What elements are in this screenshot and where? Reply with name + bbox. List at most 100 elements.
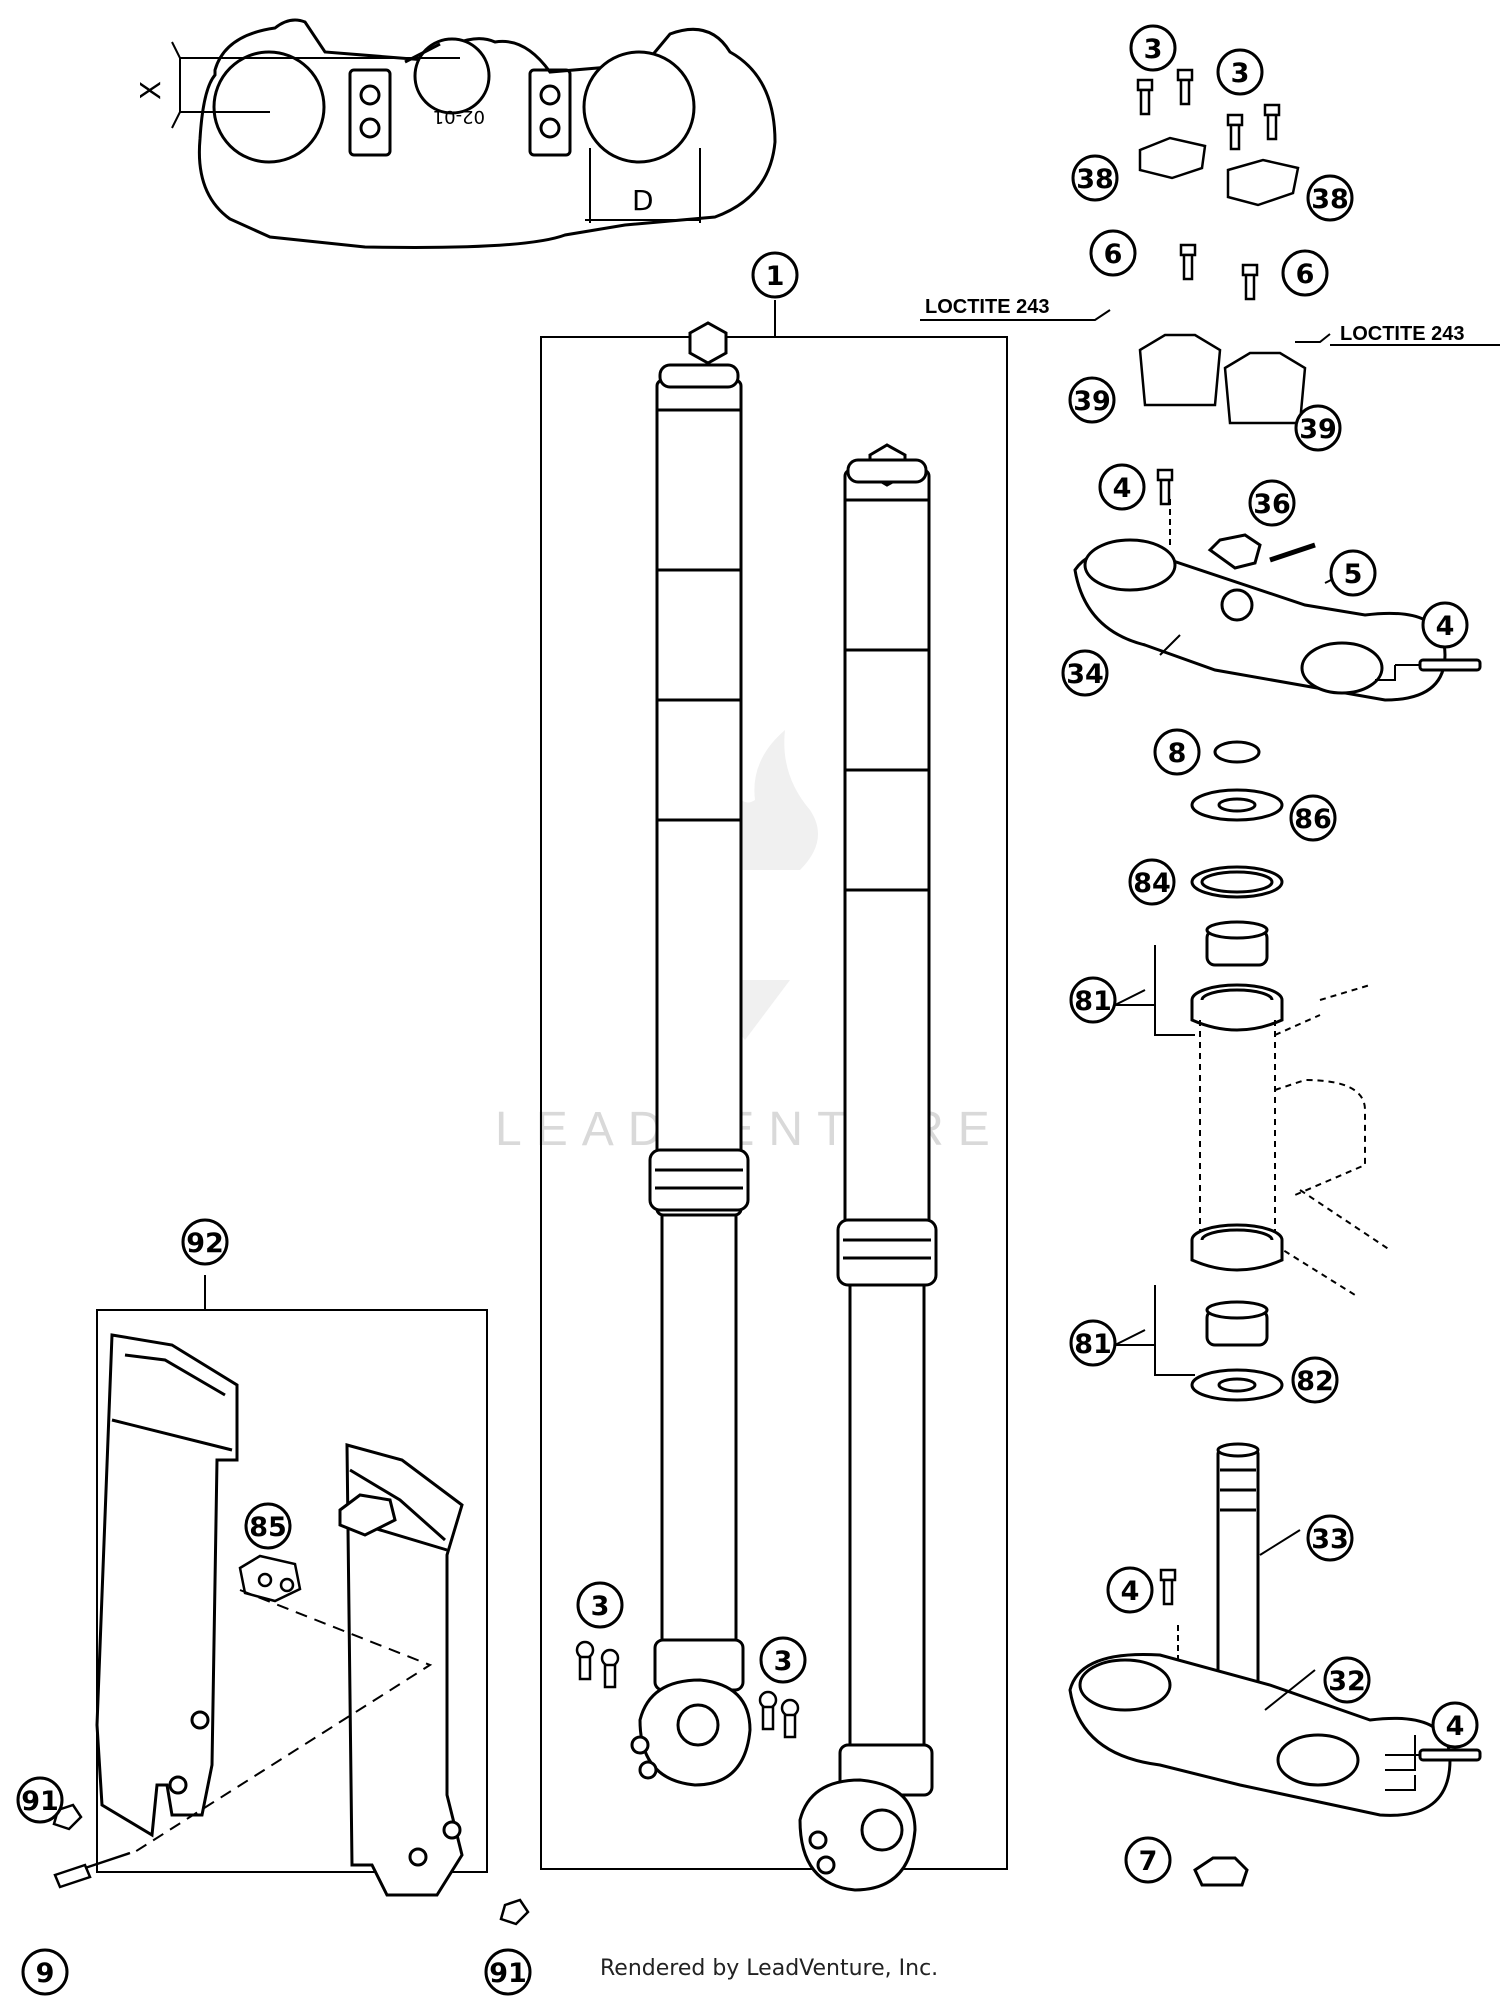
callout-circle [1068, 376, 1116, 424]
callout-label: 4 [1446, 1711, 1465, 1742]
callout-c38a: 38 [1071, 154, 1119, 202]
callout-c6a: 6 [1089, 229, 1137, 277]
dimension-x-label: X [134, 81, 167, 100]
loctite-note-left: LOCTITE 243 [925, 296, 1049, 318]
callout-circle [1089, 229, 1137, 277]
callout-circle [1289, 794, 1337, 842]
callout-circle [1153, 728, 1201, 776]
callout-c4b: 4 [1421, 601, 1469, 649]
callout-label: 3 [774, 1646, 793, 1677]
top-clamp-detail [171, 18, 777, 249]
callout-label: 4 [1113, 473, 1132, 504]
callout-circles: 1333338386639394444365348868481818233327… [16, 24, 1479, 1996]
fork-guard-frame [96, 1275, 488, 1873]
callout-circle [759, 1636, 807, 1684]
callout-c39b: 39 [1294, 404, 1342, 452]
callout-label: 84 [1133, 868, 1171, 899]
callout-label: 92 [186, 1228, 224, 1259]
callout-c3d: 3 [759, 1636, 807, 1684]
callout-label: 81 [1074, 1329, 1112, 1360]
callout-label: 34 [1066, 659, 1104, 690]
callout-label: 38 [1311, 184, 1349, 215]
callout-c6b: 6 [1281, 249, 1329, 297]
callout-label: 6 [1296, 259, 1315, 290]
pinch-bolts-left [575, 1640, 620, 1689]
callout-c92: 92 [181, 1218, 229, 1266]
callout-label: 36 [1253, 489, 1291, 520]
callout-label: 9 [36, 1958, 55, 1989]
callout-c81a: 81 [1069, 976, 1117, 1024]
callout-label: 3 [1144, 34, 1163, 65]
callout-label: 81 [1074, 986, 1112, 1017]
callout-label: 7 [1139, 1846, 1158, 1877]
callout-circle [1248, 479, 1296, 527]
lower-triple-clamp [1068, 1442, 1482, 1887]
leader-lines [920, 255, 1500, 1791]
callout-circle [1071, 154, 1119, 202]
callout-c91b: 91 [484, 1948, 532, 1996]
callout-c4d: 4 [1431, 1701, 1479, 1749]
fork-leg-left [630, 321, 752, 1787]
footer-credit: Rendered by LeadVenture, Inc. [600, 1956, 938, 1981]
callout-c33: 33 [1306, 1514, 1354, 1562]
callout-label: 33 [1311, 1524, 1349, 1555]
callout-label: 1 [766, 261, 785, 292]
callout-label: 32 [1328, 1666, 1366, 1697]
callout-label: 4 [1436, 611, 1455, 642]
callout-c86: 86 [1289, 794, 1337, 842]
callout-circle [1069, 1319, 1117, 1367]
callout-circle [1106, 1566, 1154, 1614]
callout-circle [1431, 1701, 1479, 1749]
callout-c3c: 3 [576, 1581, 624, 1629]
callout-circle [1128, 858, 1176, 906]
clamp-marking: 02-01 [433, 106, 485, 127]
callout-c81b: 81 [1069, 1319, 1117, 1367]
frame-head-outline [1199, 984, 1391, 1296]
callout-circle [484, 1948, 532, 1996]
callout-c3a: 3 [1129, 24, 1177, 72]
fork-guard-bracket [238, 1554, 302, 1603]
pinch-bolts-right [758, 1690, 800, 1739]
callout-circle [1323, 1656, 1371, 1704]
callout-c82: 82 [1291, 1356, 1339, 1404]
callout-circle [244, 1502, 292, 1550]
callout-c34: 34 [1061, 649, 1109, 697]
callout-label: 39 [1299, 414, 1337, 445]
callout-circle [1061, 649, 1109, 697]
fork-guard-right [338, 1443, 464, 1897]
callout-circle [1329, 549, 1377, 597]
callout-c36: 36 [1248, 479, 1296, 527]
callout-label: 4 [1121, 1576, 1140, 1607]
fork-guard-left [95, 1333, 239, 1838]
fork-assembly-frame [540, 300, 1008, 1870]
callout-c8: 8 [1153, 728, 1201, 776]
fork-guard-dashed-lines [129, 1589, 433, 1856]
callout-label: 85 [249, 1512, 287, 1543]
callout-circle [1216, 48, 1264, 96]
callout-label: 38 [1076, 164, 1114, 195]
callout-circle [1421, 601, 1469, 649]
callout-label: 39 [1073, 386, 1111, 417]
callout-c5: 5 [1329, 549, 1377, 597]
callout-c3b: 3 [1216, 48, 1264, 96]
callout-circle [1306, 174, 1354, 222]
callout-circle [16, 1776, 64, 1824]
callout-label: 82 [1296, 1366, 1334, 1397]
lower-bearings [1190, 1223, 1284, 1402]
bearing-stack [1190, 740, 1284, 1032]
callout-c7: 7 [1124, 1836, 1172, 1884]
callout-c39a: 39 [1068, 376, 1116, 424]
loctite-note-right: LOCTITE 243 [1340, 323, 1464, 345]
callout-c9: 9 [21, 1948, 69, 1996]
callout-label: 91 [489, 1958, 527, 1989]
callout-circle [1129, 24, 1177, 72]
callout-circle [576, 1581, 624, 1629]
callout-circle [21, 1948, 69, 1996]
callout-c1: 1 [751, 251, 799, 299]
callout-c32: 32 [1323, 1656, 1371, 1704]
fork-leg-right [798, 443, 938, 1892]
callout-c85: 85 [244, 1502, 292, 1550]
callout-label: 86 [1294, 804, 1332, 835]
callout-label: 6 [1104, 239, 1123, 270]
callout-c84: 84 [1128, 858, 1176, 906]
